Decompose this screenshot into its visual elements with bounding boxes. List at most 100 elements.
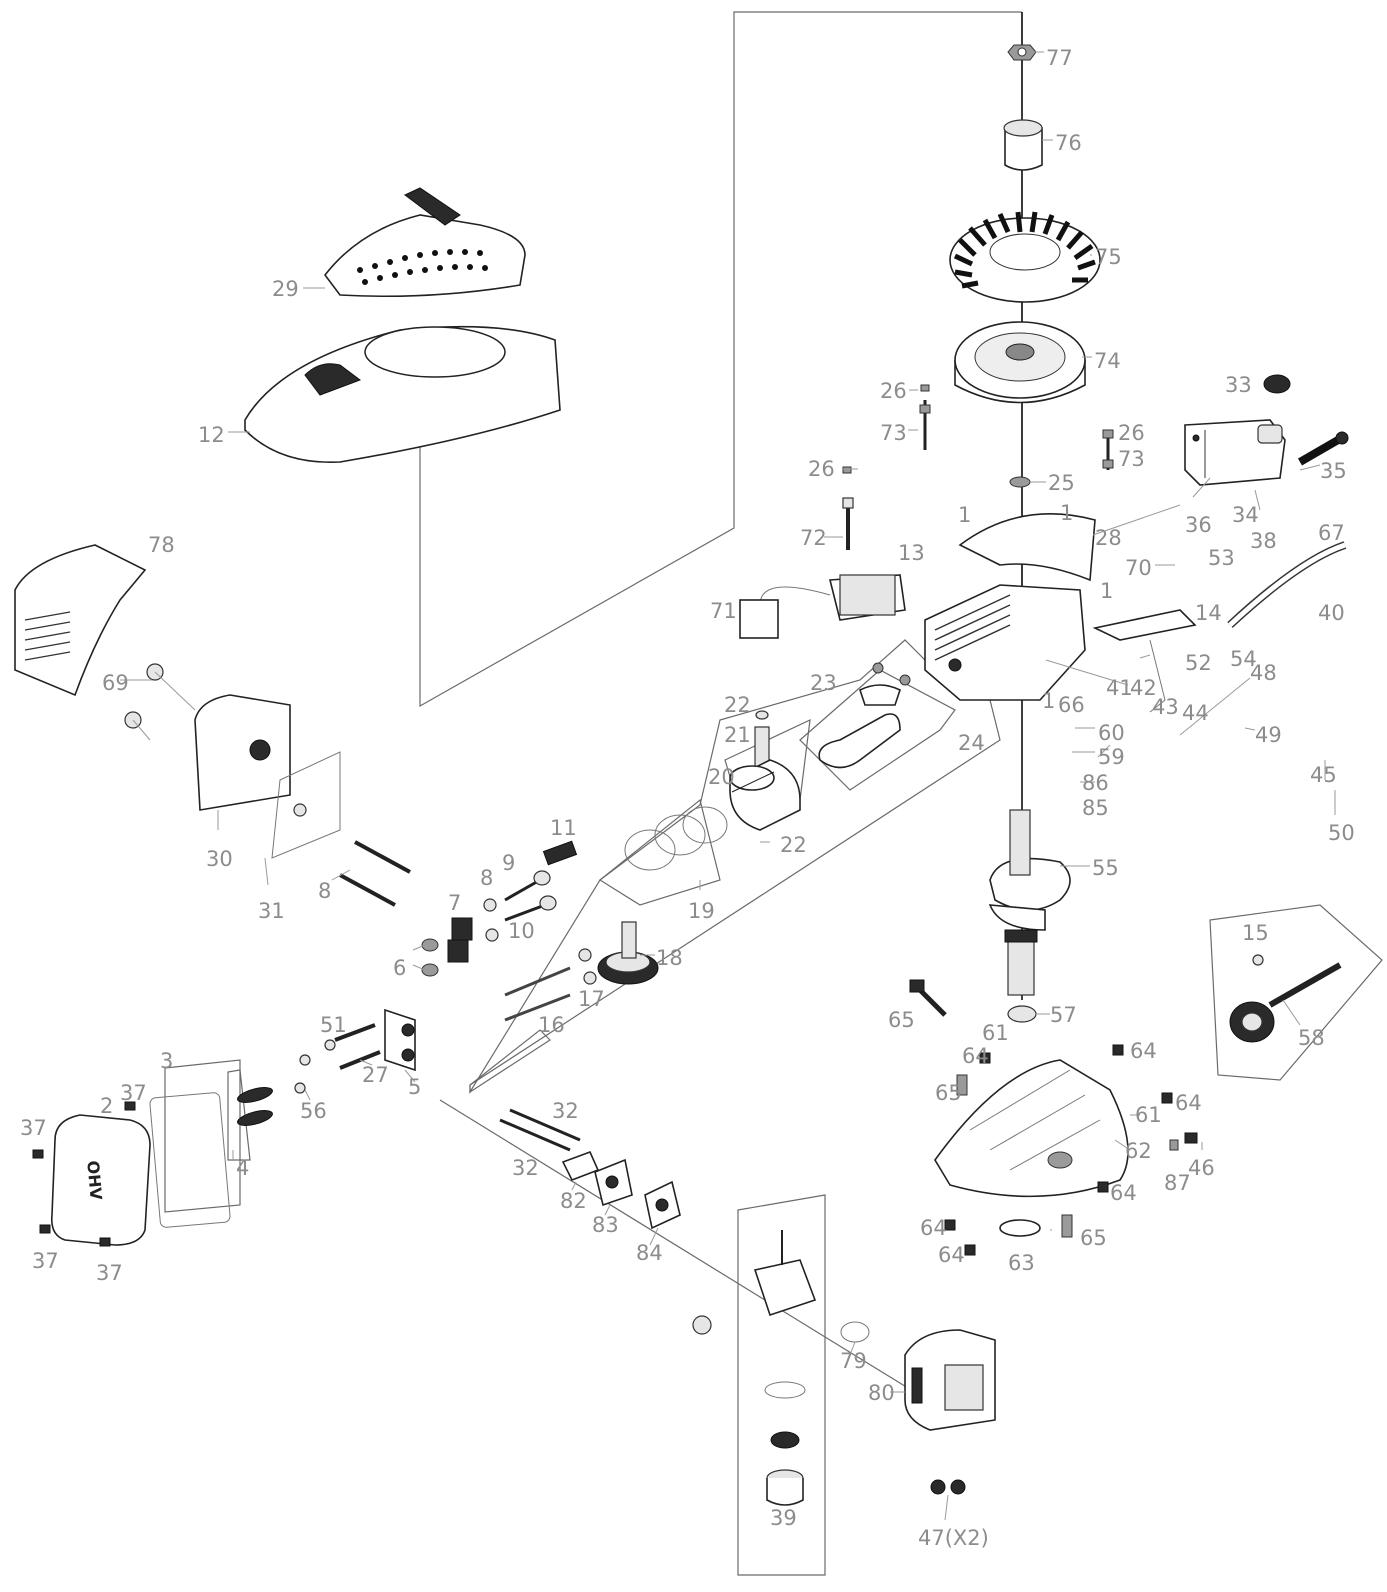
engine-block: [924, 584, 1086, 701]
part-label: 64: [1130, 1039, 1157, 1063]
flywheel-74: [954, 321, 1086, 404]
part-label: 56: [300, 1099, 327, 1123]
part-label: 63: [1008, 1251, 1035, 1275]
part-label: 31: [258, 899, 285, 923]
ignition-coil-71: [739, 574, 906, 639]
part-label: 19: [688, 899, 715, 923]
part-label: 8: [480, 866, 493, 890]
part-label: 17: [578, 987, 605, 1011]
shroud-28: [958, 513, 1096, 582]
part-label: 86: [1082, 771, 1109, 795]
part-label: 64: [1175, 1091, 1202, 1115]
seal-57: [1007, 1005, 1037, 1023]
part-label: 53: [1208, 546, 1235, 570]
governor-gear-58: [1229, 954, 1342, 1043]
rocker-plate-5: [384, 1008, 416, 1072]
part-label: 23: [810, 671, 837, 695]
piston-rings-19: [624, 806, 728, 871]
spark-plug-11: [542, 840, 578, 866]
fuel-cap-33: [1263, 374, 1291, 394]
part-label: 62: [1125, 1139, 1152, 1163]
part-label: 37: [32, 1249, 59, 1273]
leader-lines: [120, 51, 1336, 1521]
part-label: 30: [206, 847, 233, 871]
part-label: 64: [962, 1044, 989, 1068]
fuel-tank: [1184, 419, 1286, 486]
pin-72: [842, 497, 854, 550]
bushing-63: [999, 1219, 1041, 1237]
part-label: 42: [1130, 676, 1157, 700]
screws-37: [32, 1101, 136, 1247]
part-label: 59: [1098, 745, 1125, 769]
part-label: 26: [1118, 421, 1145, 445]
part-label: 22: [780, 833, 807, 857]
part-label: 2: [100, 1094, 113, 1118]
crankshaft-55: [988, 809, 1071, 996]
part-label: 12: [198, 423, 225, 447]
part-label: 43: [1152, 695, 1179, 719]
part-label: 11: [550, 816, 577, 840]
part-label: 20: [708, 765, 735, 789]
part-label: 50: [1328, 821, 1355, 845]
part-label: 87: [1164, 1171, 1191, 1195]
part-label: 84: [636, 1241, 663, 1265]
part-label: 78: [148, 533, 175, 557]
part-label: 64: [1110, 1181, 1137, 1205]
part-label: 40: [1318, 601, 1345, 625]
part-label: 1: [1042, 689, 1055, 713]
part-label: 37: [120, 1081, 147, 1105]
nut-77: [1007, 44, 1037, 61]
part-label: 7: [448, 891, 461, 915]
part-label: 1: [958, 503, 971, 527]
part-label: 26: [808, 457, 835, 481]
starter-cup-76: [1003, 119, 1043, 171]
part-label: 76: [1055, 131, 1082, 155]
part-label: 46: [1188, 1156, 1215, 1180]
part-label: 24: [958, 731, 985, 755]
part-label: 65: [935, 1081, 962, 1105]
part-label: 10: [508, 919, 535, 943]
part-label: 83: [592, 1213, 619, 1237]
bolt-35: [1297, 431, 1349, 466]
part-label: 45: [1310, 763, 1337, 787]
part-label: 28: [1095, 526, 1122, 550]
part-label: 25: [1048, 471, 1075, 495]
part-label: 6: [393, 956, 406, 980]
part-label: 52: [1185, 651, 1212, 675]
part-label: 70: [1125, 556, 1152, 580]
part-label: 66: [1058, 693, 1085, 717]
part-label: 39: [770, 1506, 797, 1530]
part-label: 61: [1135, 1103, 1162, 1127]
part-label: 36: [1185, 513, 1212, 537]
part-label: 48: [1250, 661, 1277, 685]
part-label: 47(X2): [918, 1526, 989, 1550]
heat-shield-78: [14, 544, 147, 697]
nuts-47: [930, 1479, 966, 1495]
crankcase-cover-62: [934, 1059, 1129, 1198]
part-label: 18: [656, 946, 683, 970]
piston-pin-21: [754, 710, 770, 768]
connecting-rod-23: [818, 662, 911, 769]
part-label: 27: [362, 1063, 389, 1087]
part-label: 38: [1250, 529, 1277, 553]
part-label: 26: [880, 379, 907, 403]
svg-text:OHV: OHV: [83, 1160, 105, 1201]
part-label: 13: [898, 541, 925, 565]
part-label: 82: [560, 1189, 587, 1213]
retainers-6: [421, 938, 439, 977]
bolts-64-65: [944, 1044, 1173, 1256]
part-label: 35: [1320, 459, 1347, 483]
part-label: 75: [1095, 245, 1122, 269]
cooling-fan-75: [949, 211, 1101, 303]
part-label: 80: [868, 1381, 895, 1405]
part-label: 73: [880, 421, 907, 445]
part-label: 55: [1092, 856, 1119, 880]
muffler-30: [124, 663, 291, 811]
part-label: 22: [724, 693, 751, 717]
muffler-gasket-31: [271, 751, 341, 859]
fittings-46-87: [1169, 1132, 1198, 1151]
part-label: 54: [1230, 647, 1257, 671]
air-filter-gasket-79: [840, 1321, 870, 1343]
intake-spacers: [561, 1150, 681, 1230]
